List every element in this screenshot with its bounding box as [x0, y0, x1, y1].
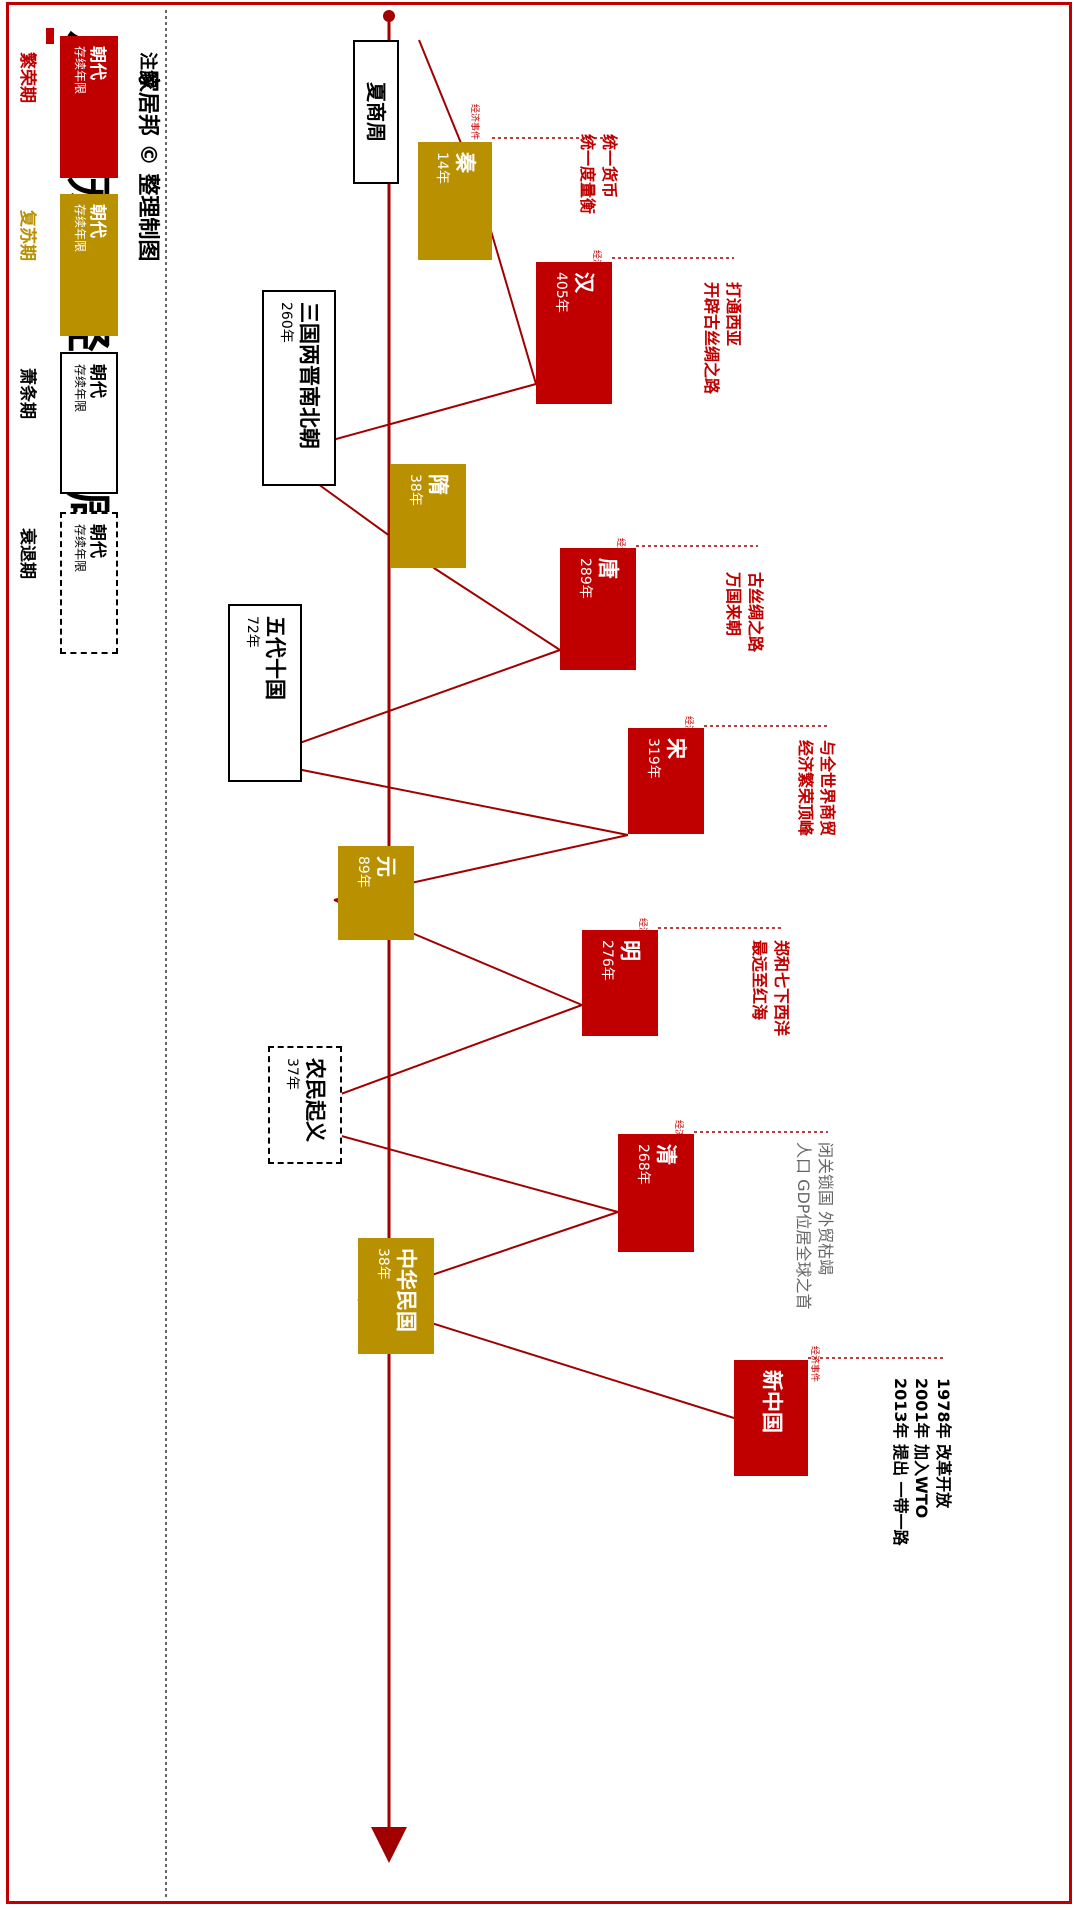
legend-box-depression: 朝代 存续年限 — [60, 352, 118, 494]
event-tag-tang: 经济事件 — [615, 538, 625, 575]
events-han: 打通西亚 开辟古丝绸之路 — [702, 282, 743, 395]
events-qing: 闭关锁国 外贸枯竭 人口 GDP位居全球之首 — [794, 1142, 835, 1310]
dynasty-qin: 秦 14年 — [418, 142, 492, 260]
events-tang: 古丝绸之路 万国来朝 — [724, 572, 765, 653]
legend-label-depression: 萧条期 — [17, 368, 37, 419]
dynasty-yuan: 元 89年 — [338, 846, 414, 940]
dynasty-roc: 中华民国 38年 — [358, 1238, 434, 1354]
legend-box-recovery: 朝代 存续年限 — [60, 194, 118, 336]
event-tag-qing: 经济事件 — [673, 1120, 683, 1157]
event-tag-qin: 经济事件 — [469, 104, 479, 141]
cycle-connector — [251, 759, 629, 836]
dynasty-five-dynasties: 五代十国 72年 — [228, 604, 302, 782]
cycle-connector — [251, 649, 561, 761]
event-tag-song: 经济事件 — [683, 716, 693, 753]
events-ming: 郑和七下西洋 最远至红海 — [750, 940, 791, 1037]
cycle-connector — [433, 567, 561, 651]
events-qin: 统一货币 统一度量衡 — [578, 134, 619, 215]
dynasty-sui: 隋 38年 — [390, 464, 466, 568]
timeline-start-label: 夏商周 — [364, 82, 388, 142]
legend-title: 注解 — [137, 52, 158, 88]
box-xia-shang-zhou: 夏商周 — [353, 40, 399, 184]
legend-label-prosperity: 繁荣期 — [17, 52, 37, 103]
legend-label-recession: 衰退期 — [17, 528, 37, 579]
dynasty-peasant-uprising: 农民起义 37年 — [268, 1046, 342, 1164]
dynasty-three-kingdoms: 三国两晋南北朝 260年 — [262, 290, 336, 486]
event-tag-ming: 经济事件 — [637, 918, 647, 955]
events-prc: 1978年 改革开放 2001年 加入WTO 2013年 提出 一带一路 — [890, 1378, 953, 1546]
event-tag-han: 经济事件 — [591, 250, 601, 287]
event-tag-prc: 经济事件 — [809, 1346, 819, 1383]
legend-label-recovery: 复苏期 — [17, 210, 37, 261]
legend-box-prosperity: 朝代 存续年限 — [60, 36, 118, 178]
dynasty-prc: 新中国 — [734, 1360, 808, 1476]
legend-box-recession: 朝代 存续年限 — [60, 512, 118, 654]
events-song: 与全世界商贸 经济繁荣顶峰 — [796, 740, 837, 837]
